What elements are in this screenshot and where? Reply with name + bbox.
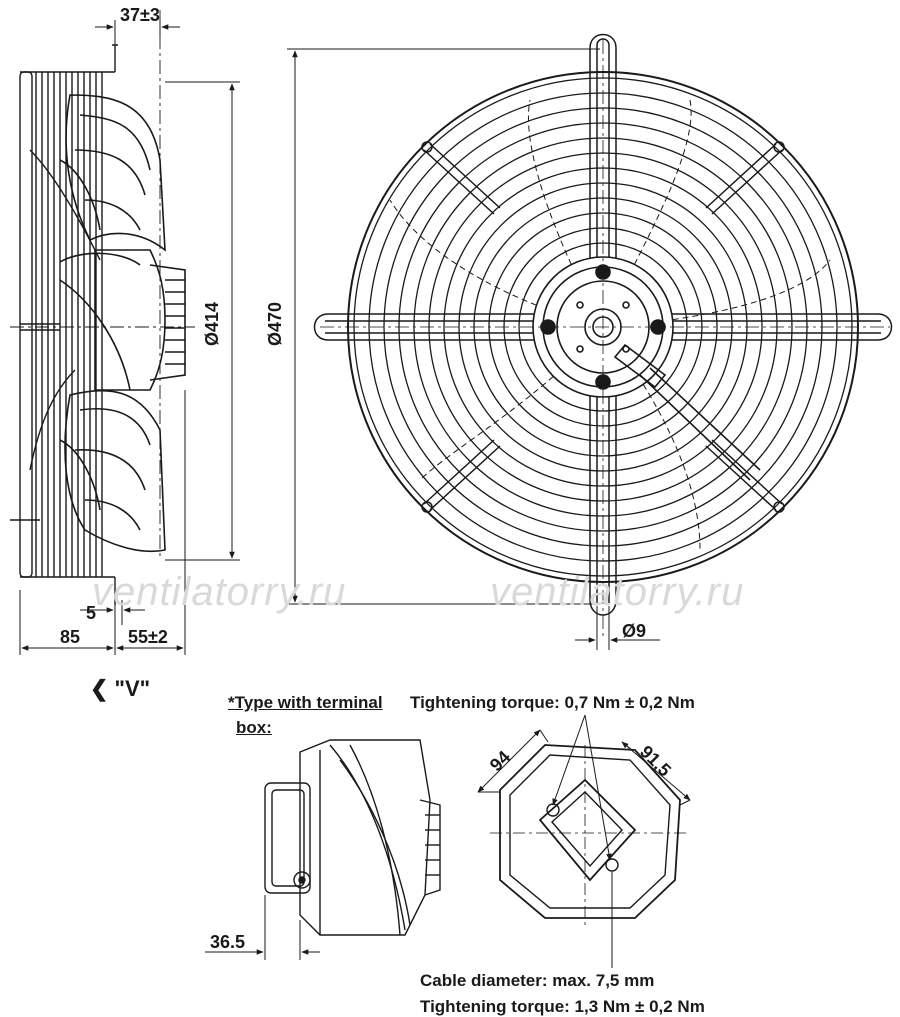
tightening-torque-note-2: Tightening torque: 1,3 Nm ± 0,2 Nm xyxy=(420,997,705,1016)
terminal-dimension-lines xyxy=(205,895,320,960)
terminal-box-view xyxy=(264,739,441,936)
motor-detail-view xyxy=(490,744,690,925)
terminal-box-note-line1: *Type with terminal xyxy=(228,693,383,712)
front-dimension-lines xyxy=(287,48,660,650)
dimension-diameter-inner: Ø414 xyxy=(202,301,223,347)
dimension-depth-55: 55±2 xyxy=(128,627,168,647)
tightening-torque-note-1: Tightening torque: 0,7 Nm ± 0,2 Nm xyxy=(410,693,695,712)
dimension-depth-36-5: 36.5 xyxy=(210,932,246,952)
dimension-diameter-outer: Ø470 xyxy=(265,301,286,347)
front-view xyxy=(313,33,893,640)
dimension-gap-top: 37±3 xyxy=(120,5,160,25)
terminal-box-note-line2: box: xyxy=(236,718,272,737)
watermark-right: ventilatorry.ru xyxy=(490,570,745,614)
view-label: ❮ "V" xyxy=(90,676,151,701)
impeller-blades xyxy=(59,94,166,553)
front-hub xyxy=(532,256,761,481)
motor-hub xyxy=(59,249,186,391)
dimension-offset-5: 5 xyxy=(86,603,97,623)
dimension-hole-9: Ø9 xyxy=(622,621,647,641)
mounting-rods xyxy=(10,149,101,521)
watermark-left: ventilatorry.ru xyxy=(92,570,347,614)
guard-side-ribs xyxy=(19,44,118,605)
terminal-box-note: *Type with terminal xyxy=(228,694,383,711)
side-dimension-lines xyxy=(19,20,240,655)
motor-detail-dimension-lines xyxy=(477,714,691,968)
cable-diameter-note: Cable diameter: max. 7,5 mm xyxy=(420,971,655,990)
dimension-depth-85: 85 xyxy=(60,627,81,647)
side-view xyxy=(10,10,195,605)
diagonal-struts xyxy=(421,141,785,513)
